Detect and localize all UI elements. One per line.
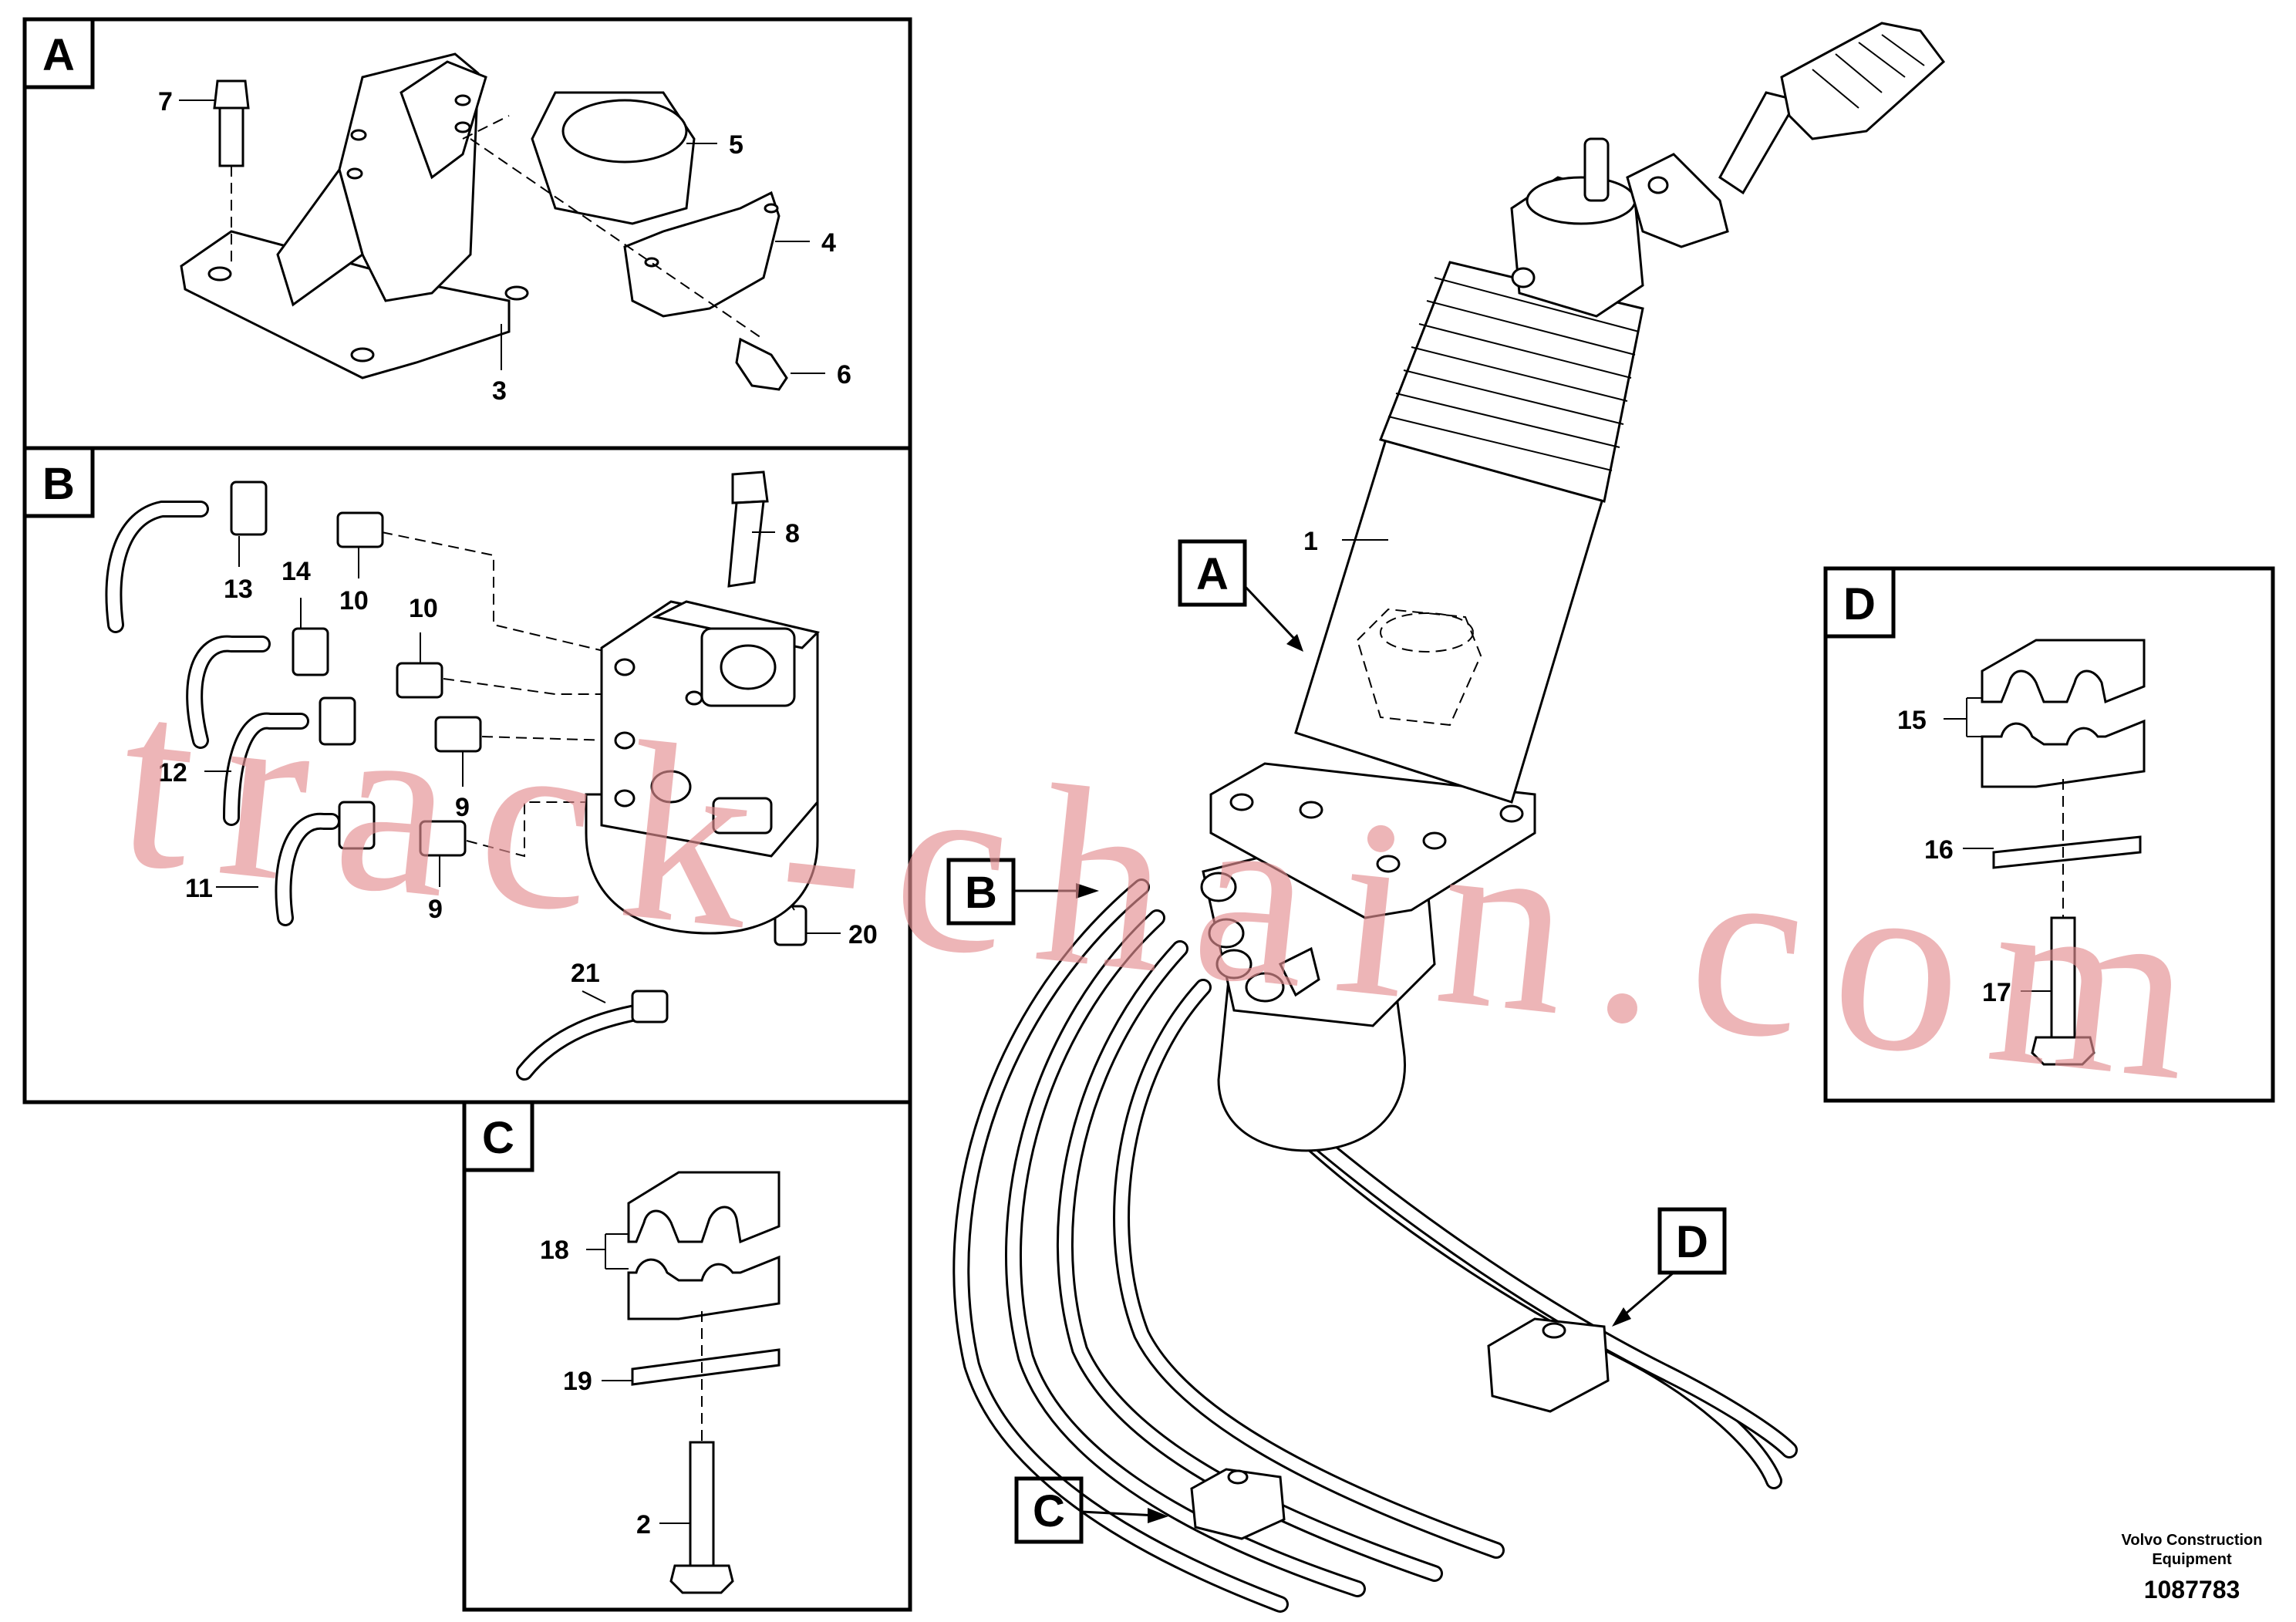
callout-6: 6 [837,360,851,389]
callout-17: 17 [1982,978,2011,1007]
callout-15: 15 [1897,706,1927,735]
panel-c: C 18 19 2 [462,1100,912,1612]
callout-9-lower: 9 [428,895,443,924]
callout-18: 18 [540,1236,569,1265]
bolt-7 [213,79,250,266]
callout-14: 14 [282,557,311,586]
bolt-8 [727,470,769,588]
view-tag-c: C [1014,1476,1168,1544]
main-clamp-d [1487,1317,1610,1413]
view-tag-a: A [1178,539,1303,652]
panel-c-tag: C [482,1113,514,1163]
callout-3: 3 [492,376,507,406]
main-mount-plate [1209,762,1536,919]
callout-7: 7 [158,87,173,116]
panel-d-frame [1823,566,2275,1103]
view-tag-d-label: D [1676,1217,1708,1267]
view-tag-b: B [946,858,1099,926]
view-tag-d: D [1612,1207,1727,1327]
main-lever-head [1510,137,1729,318]
callout-21: 21 [571,959,600,988]
callout-9-upper: 9 [455,793,470,822]
callout-10-upper: 10 [339,586,369,615]
view-tag-c-label: C [1033,1486,1065,1536]
panel-b-tag-box [22,446,95,518]
hoses-b [105,501,656,1081]
view-tag-b-label: B [965,868,997,918]
valve-block [585,600,820,935]
fittings-b [230,481,807,1023]
callout-20: 20 [848,920,878,949]
panel-a-tag-box [22,17,95,89]
cushion-5 [462,91,696,225]
panel-b-tag: B [42,459,75,509]
panel-d-tag: D [1843,579,1876,629]
bolt-6 [470,138,788,391]
plate-19 [631,1348,781,1386]
callout-12: 12 [158,758,187,787]
panel-d: D 15 16 17 [1823,566,2275,1103]
panel-d-tag-box [1823,566,1896,639]
callout-10-lower: 10 [409,594,438,623]
footer-company-line2: Equipment [2152,1551,2232,1568]
panel-a-tag: A [42,30,75,80]
callout-2: 2 [636,1510,651,1539]
callout-16: 16 [1924,835,1954,865]
main-assembly: 1 A B C D [946,22,1946,1613]
callout-19: 19 [563,1367,592,1396]
callout-4: 4 [821,228,836,258]
panel-a: A [22,17,912,450]
callout-13: 13 [224,575,253,604]
main-bellows [1378,261,1644,503]
main-handle-grip [1718,22,1946,195]
bracket-base [180,52,529,379]
bolt-2 [669,1311,734,1594]
main-clamp-c [1190,1468,1286,1540]
footer-company-line1: Volvo Construction [2122,1532,2263,1549]
callout-1: 1 [1303,527,1318,556]
clamp-halves-18 [627,1171,781,1320]
clamp-4 [623,191,781,318]
callout-5: 5 [729,130,743,160]
panel-c-tag-box [462,1100,534,1172]
callout-8: 8 [785,519,800,548]
bolt-17 [2031,779,2095,1066]
view-tag-a-label: A [1196,549,1229,599]
callout-11: 11 [185,874,213,903]
footer: Volvo Construction Equipment 1087783 [2122,1532,2263,1603]
panel-c-frame [462,1100,912,1612]
plate-16 [1992,835,2142,869]
panel-b: B [22,446,912,1104]
clamp-halves-15 [1981,639,2146,788]
document-number: 1087783 [2144,1576,2240,1603]
